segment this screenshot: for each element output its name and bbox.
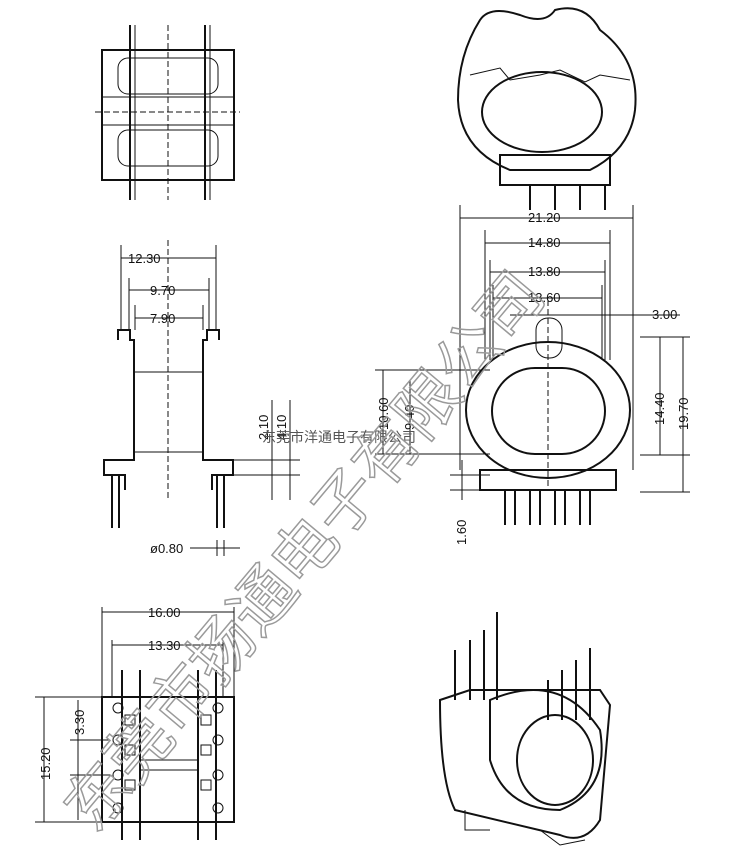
watermark-small-text: 东莞市洋通电子有限公司 (262, 429, 416, 446)
dim-3-30: 3.30 (72, 710, 87, 735)
dim-12-30: 12.30 (128, 251, 161, 266)
dim-15-20: 15.20 (38, 747, 53, 780)
dim-4-10: 4.10 (274, 415, 289, 440)
bobbin-top-view (95, 25, 240, 200)
dim-13-60: 13.60 (528, 290, 561, 305)
dim-16-00: 16.00 (148, 605, 181, 620)
bobbin-bottom-view (35, 607, 235, 840)
dim-pin-diameter: ø0.80 (150, 541, 183, 556)
watermark-big-text: 东莞市扬通电子有限公司 (51, 258, 560, 845)
isometric-bottom-view (438, 612, 612, 846)
dim-3-00: 3.00 (652, 307, 677, 322)
bobbin-front-view (375, 205, 690, 525)
dim-21-20: 21.20 (528, 210, 561, 225)
dim-9-40: 9.40 (402, 405, 417, 430)
dim-1-60: 1.60 (454, 520, 469, 545)
dim-10-60: 10.60 (376, 397, 391, 430)
dim-13-80: 13.80 (528, 264, 561, 279)
dim-9-70: 9.70 (150, 283, 175, 298)
dim-13-30: 13.30 (148, 638, 181, 653)
dim-7-90: 7.90 (150, 311, 175, 326)
isometric-top-view (456, 7, 637, 210)
dim-2-10: 2.10 (256, 415, 271, 440)
dim-19-70: 19.70 (676, 397, 691, 430)
bobbin-side-view (103, 240, 300, 556)
dim-14-40: 14.40 (652, 392, 667, 425)
dim-14-80: 14.80 (528, 235, 561, 250)
